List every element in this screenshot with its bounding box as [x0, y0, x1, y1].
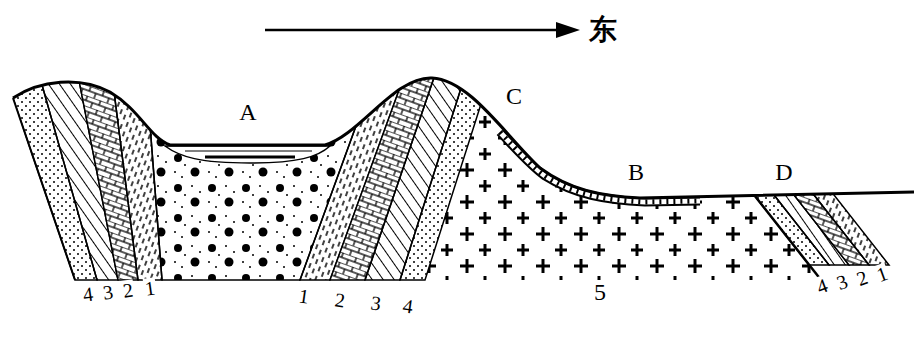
layer-number: 2 — [121, 279, 136, 300]
direction-label: 东 — [588, 16, 618, 44]
direction-arrow — [265, 29, 560, 32]
layer-number: 2 — [853, 267, 871, 290]
layer-number: 4 — [813, 275, 831, 298]
layer-number: 3 — [101, 281, 116, 302]
layer-number: 2 — [333, 289, 348, 310]
layer-number: 5 — [593, 280, 607, 304]
location-letter: A — [238, 100, 257, 124]
location-letter: C — [505, 84, 523, 108]
layer-number: 1 — [143, 277, 158, 298]
layer-number: 1 — [297, 285, 312, 306]
surface-deposit — [500, 132, 700, 202]
layer-number: 1 — [873, 263, 891, 286]
strata — [0, 60, 889, 285]
lake-sediment — [165, 146, 330, 163]
layer-number: 4 — [81, 283, 96, 304]
location-letter: D — [774, 160, 793, 184]
ground-surface — [13, 78, 914, 198]
location-letter: B — [627, 160, 645, 184]
arrow-head — [556, 22, 580, 38]
layer-number: 3 — [833, 271, 851, 294]
layer-number: 4 — [401, 295, 416, 316]
layer-number: 3 — [369, 292, 384, 313]
